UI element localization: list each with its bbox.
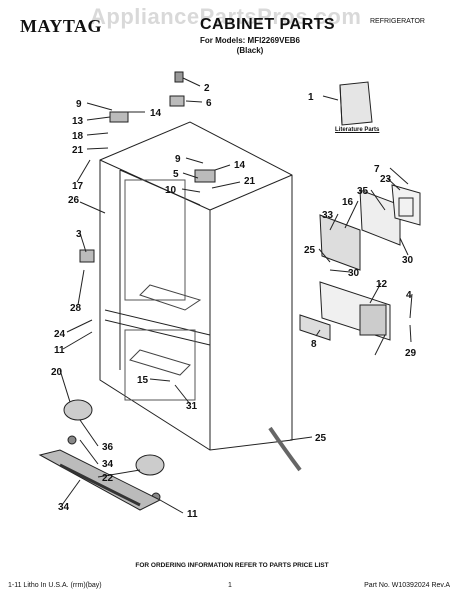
models-line: For Models: MFI2269VEB6 bbox=[199, 36, 301, 45]
callout-17: 17 bbox=[72, 181, 84, 192]
appliance-type: REFRIGERATOR bbox=[370, 18, 425, 25]
callout-labels: 1 2 6 9 14 13 18 21 17 26 9 14 5 21 10 3… bbox=[51, 83, 417, 520]
literature-book bbox=[339, 81, 373, 126]
callout-3: 3 bbox=[76, 229, 82, 240]
callout-14b: 14 bbox=[234, 160, 246, 171]
callout-7: 23 bbox=[380, 174, 392, 185]
callout-28: 28 bbox=[70, 303, 82, 314]
color-line: (Black) bbox=[236, 46, 264, 55]
callout-29: 30 bbox=[402, 255, 414, 266]
page-number: 1 bbox=[228, 582, 232, 589]
callout-15: 31 bbox=[186, 401, 198, 412]
callout-13: 13 bbox=[72, 116, 84, 127]
callout-20b: 34 bbox=[102, 459, 114, 470]
callout-35: 16 bbox=[342, 197, 354, 208]
part-number: Part No. W10392024 Rev.A bbox=[364, 582, 450, 589]
callout-33: 25 bbox=[304, 245, 316, 256]
callout-36: 36 bbox=[102, 442, 114, 453]
callout-21b: 21 bbox=[244, 176, 256, 187]
watermark: AppliancePartsPros.com bbox=[90, 4, 362, 29]
callout-16: 33 bbox=[322, 210, 334, 221]
callout-18: 18 bbox=[72, 131, 84, 142]
callout-12: 4 bbox=[406, 290, 412, 301]
callout-14: 14 bbox=[150, 108, 162, 119]
callout-25: 7 bbox=[374, 164, 380, 175]
callout-23: 35 bbox=[357, 186, 369, 197]
callout-9: 9 bbox=[76, 99, 82, 110]
callout-6: 6 bbox=[206, 98, 212, 109]
callout-11b: 15 bbox=[137, 375, 149, 386]
callout-1: 1 bbox=[308, 92, 314, 103]
callout-34: 22 bbox=[102, 473, 114, 484]
callout-26: 26 bbox=[68, 195, 80, 206]
callout-5: 5 bbox=[173, 169, 179, 180]
callout-21: 21 bbox=[72, 145, 84, 156]
callout-8: 29 bbox=[405, 348, 417, 359]
litho-info: 1-11 Litho In U.S.A. (rrm)(bay) bbox=[8, 582, 102, 589]
callout-10: 10 bbox=[165, 185, 177, 196]
callout-25b: 30 bbox=[348, 268, 360, 279]
literature-parts-label: Literature Parts bbox=[335, 127, 380, 133]
callout-24: 24 bbox=[54, 329, 66, 340]
brand-logo: MAYTAG bbox=[20, 16, 103, 36]
callout-4: 8 bbox=[311, 339, 317, 350]
page-title: CABINET PARTS bbox=[200, 16, 336, 33]
callout-30: 12 bbox=[376, 279, 388, 290]
callout-20: 20 bbox=[51, 367, 63, 378]
callout-22: 34 bbox=[58, 502, 70, 513]
callout-11: 11 bbox=[54, 345, 65, 356]
callout-34b: 11 bbox=[187, 509, 198, 520]
ordering-note: FOR ORDERING INFORMATION REFER TO PARTS … bbox=[135, 562, 329, 569]
callout-31: 25 bbox=[315, 433, 327, 444]
callout-2: 2 bbox=[204, 83, 210, 94]
model-info: For Models: MFI2269VEB6 (Black) bbox=[190, 36, 310, 56]
callout-9b: 9 bbox=[175, 154, 181, 165]
